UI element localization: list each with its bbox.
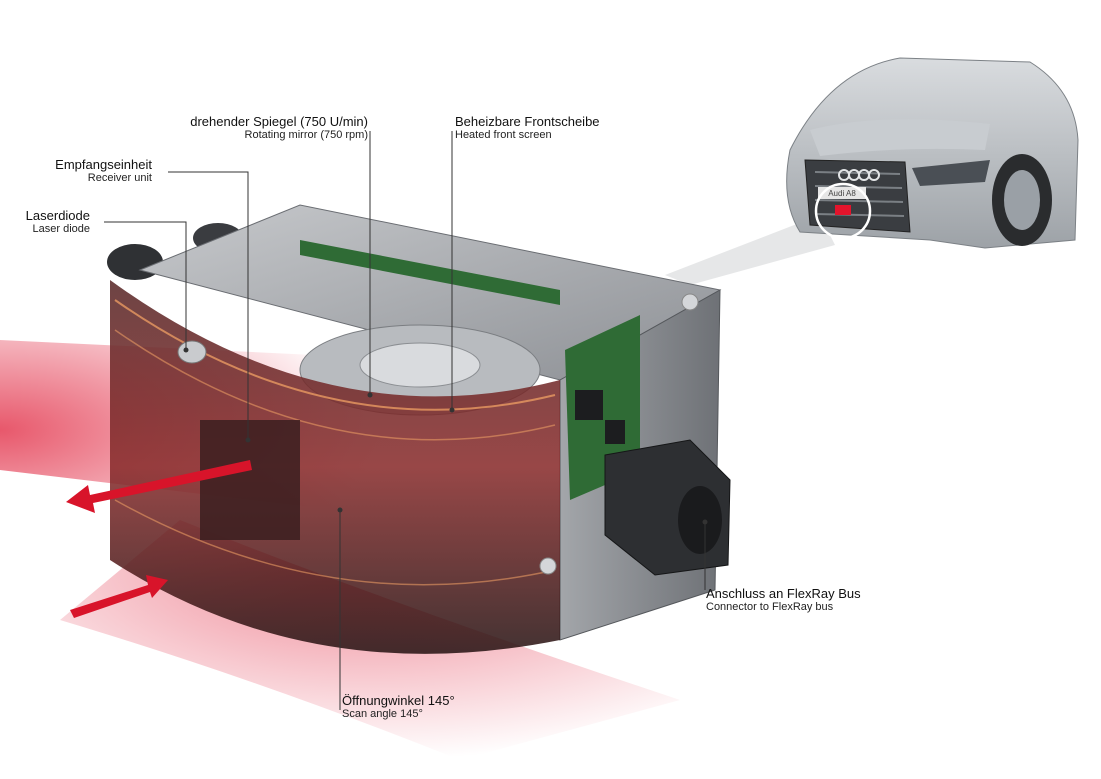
laser-diode <box>177 340 207 364</box>
leader-receiver <box>168 171 249 440</box>
sight-beam <box>665 215 835 285</box>
label-rotating-mirror-de: drehender Spiegel (750 U/min) <box>190 114 368 129</box>
label-receiver-en: Receiver unit <box>87 172 152 185</box>
label-laser-en: Laser diode <box>32 223 91 236</box>
lidar-highlight-circle <box>814 182 872 240</box>
front-screen <box>110 280 560 654</box>
mount-knob-left <box>107 244 163 280</box>
receiver-lens <box>200 420 300 540</box>
car-badge: Audi A8 <box>828 189 856 198</box>
label-front-screen: Beheizbare Frontscheibe Heated front scr… <box>455 114 600 142</box>
leader-laser <box>104 221 187 350</box>
label-laser-de: Laserdiode <box>25 208 90 223</box>
label-receiver-de: Empfangseinheit <box>55 157 152 172</box>
incoming-laser-arrow <box>70 575 168 618</box>
car-front-image: Audi A8 <box>786 57 1079 249</box>
label-scan-angle-en: Scan angle 145° <box>342 708 423 721</box>
license-plate <box>818 187 866 199</box>
label-connector-en: Connector to FlexRay bus <box>706 601 834 614</box>
lidar-mount-marker <box>835 205 851 215</box>
label-rotating-mirror: drehender Spiegel (750 U/min) Rotating m… <box>168 114 368 142</box>
lidar-unit <box>107 204 731 654</box>
label-rotating-mirror-en: Rotating mirror (750 rpm) <box>244 129 368 142</box>
label-front-screen-en: Heated front screen <box>455 129 552 142</box>
outgoing-laser-arrow <box>66 460 252 513</box>
pcb-top <box>300 240 560 305</box>
label-scan-angle: Öffnungwinkel 145° Scan angle 145° <box>342 693 455 721</box>
label-receiver: Empfangseinheit Receiver unit <box>20 157 152 185</box>
label-connector-de: Anschluss an FlexRay Bus <box>706 586 861 601</box>
leader-dots <box>183 347 708 525</box>
label-laser: Laserdiode Laser diode <box>10 208 90 236</box>
label-scan-angle-de: Öffnungwinkel 145° <box>342 693 455 708</box>
label-front-screen-de: Beheizbare Frontscheibe <box>455 114 600 129</box>
label-connector: Anschluss an FlexRay Bus Connector to Fl… <box>706 586 861 614</box>
leader-lines <box>104 131 706 710</box>
